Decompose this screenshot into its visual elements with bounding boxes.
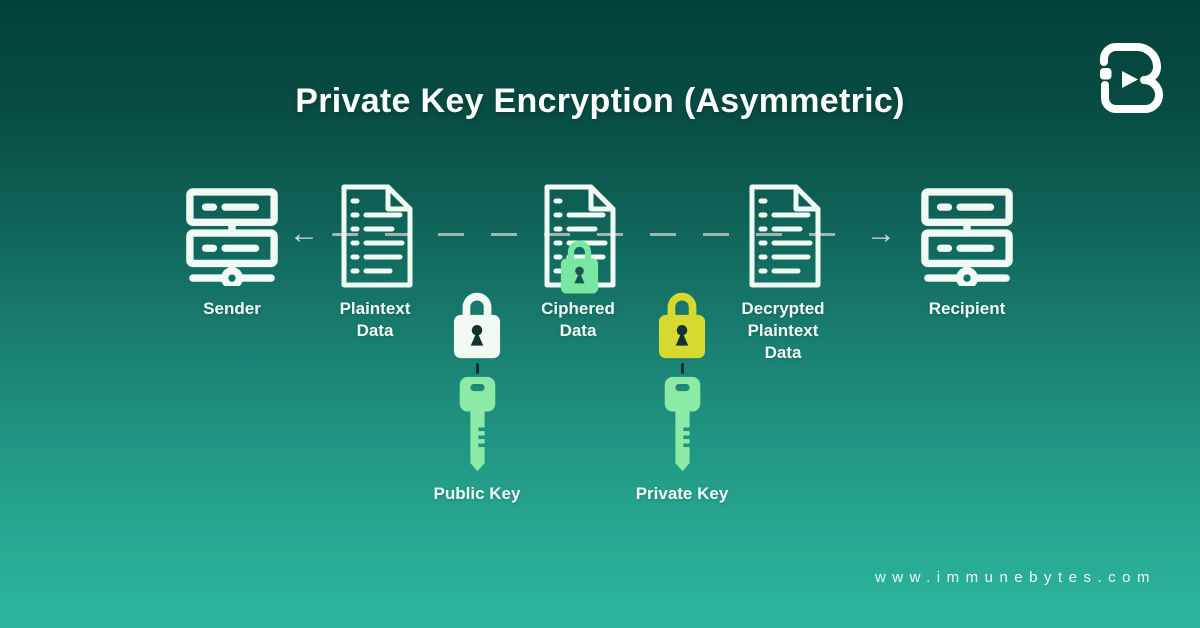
lock-key-connector bbox=[475, 363, 479, 374]
node-label-ciphered: Ciphered Data bbox=[541, 299, 615, 340]
public-key-label: Public Key bbox=[433, 484, 521, 503]
public-key-group: Public Key bbox=[407, 287, 547, 504]
lock-icon bbox=[556, 236, 603, 300]
private-key-group: Private Key bbox=[612, 287, 752, 504]
page-title: Private Key Encryption (Asymmetric) bbox=[295, 82, 905, 120]
flow-dashed-line bbox=[332, 233, 856, 236]
node-label-sender: Sender bbox=[203, 299, 261, 318]
lock-key-connector bbox=[680, 363, 684, 374]
document-icon bbox=[305, 183, 445, 289]
server-icon bbox=[162, 183, 302, 289]
node-label-recipient: Recipient bbox=[928, 299, 1006, 318]
left-arrow-icon: ← bbox=[289, 217, 319, 250]
document-icon bbox=[713, 183, 853, 289]
server-icon bbox=[897, 183, 1037, 289]
flow-node-plaintext: Plaintext Data bbox=[305, 183, 445, 342]
key-icon bbox=[459, 376, 495, 472]
key-icon bbox=[664, 376, 700, 472]
flow-node-ciphered: Ciphered Data bbox=[508, 183, 648, 342]
immunebytes-logo bbox=[1091, 39, 1175, 122]
private-lock-icon bbox=[658, 292, 706, 359]
node-label-decrypted: Decrypted Plaintext Data bbox=[741, 299, 825, 362]
public-lock-icon bbox=[453, 292, 501, 359]
flow-node-sender: Sender bbox=[162, 183, 302, 320]
website-url: www.immunebytes.com bbox=[874, 569, 1156, 586]
flow-node-decrypted: Decrypted Plaintext Data bbox=[713, 183, 853, 364]
immunebytes-logo-icon bbox=[1100, 43, 1163, 113]
flow-node-recipient: Recipient bbox=[897, 183, 1037, 320]
document-lock-icon bbox=[508, 183, 648, 294]
private-key-label: Private Key bbox=[635, 484, 729, 503]
right-arrow-icon: → bbox=[866, 217, 896, 250]
node-label-plaintext: Plaintext Data bbox=[339, 299, 411, 340]
